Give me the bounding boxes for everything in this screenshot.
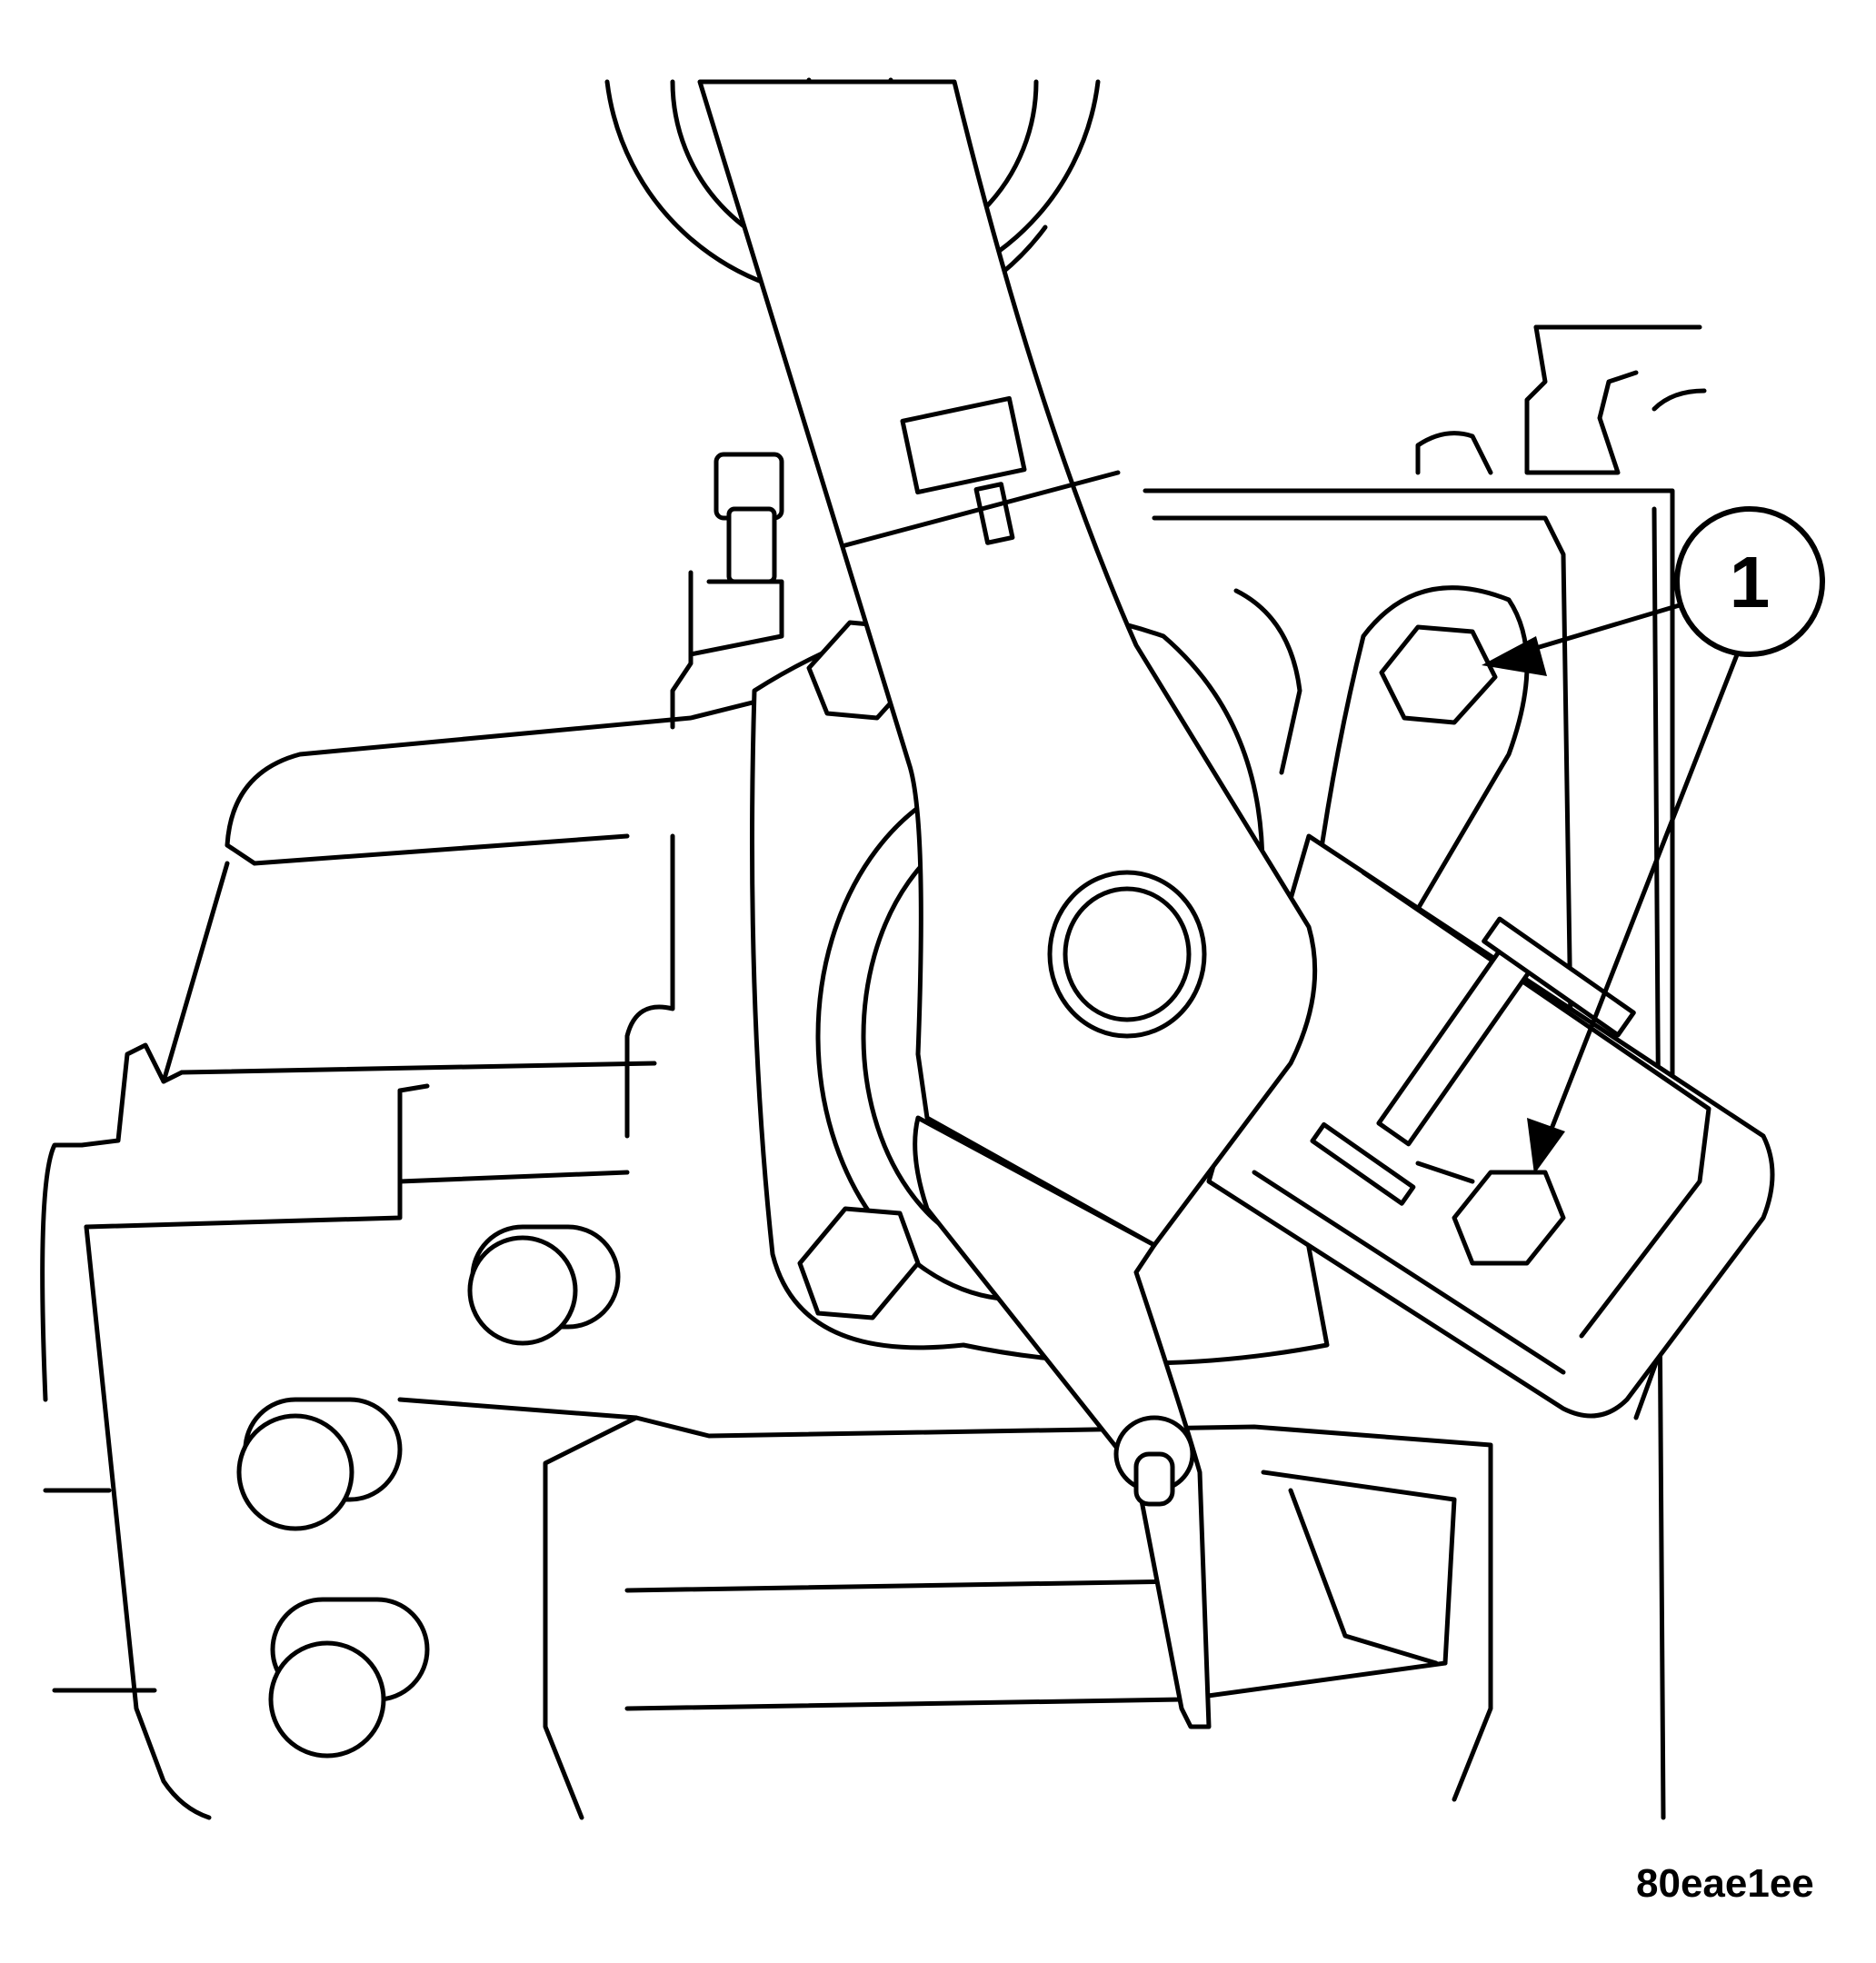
left-housing xyxy=(40,688,848,1820)
leader-line-upper xyxy=(1506,597,1701,659)
callout-number: 1 xyxy=(1730,542,1771,623)
left-bolts xyxy=(236,1224,621,1759)
lower-bracket xyxy=(397,1397,1493,1820)
tool-bar xyxy=(697,79,1318,1729)
right-arm-bracket xyxy=(1315,585,1530,912)
tensioner-assembly xyxy=(1206,833,1775,1419)
callout-1: 1 xyxy=(1482,506,1825,1174)
figure-id-label: 80eae1ee xyxy=(1636,1861,1814,1906)
adjuster-stud xyxy=(670,452,784,730)
leader-line-lower xyxy=(1542,650,1741,1148)
callout-circle xyxy=(1674,506,1825,657)
arrowhead-lower xyxy=(1527,1118,1565,1174)
arrowhead-upper xyxy=(1482,636,1547,676)
